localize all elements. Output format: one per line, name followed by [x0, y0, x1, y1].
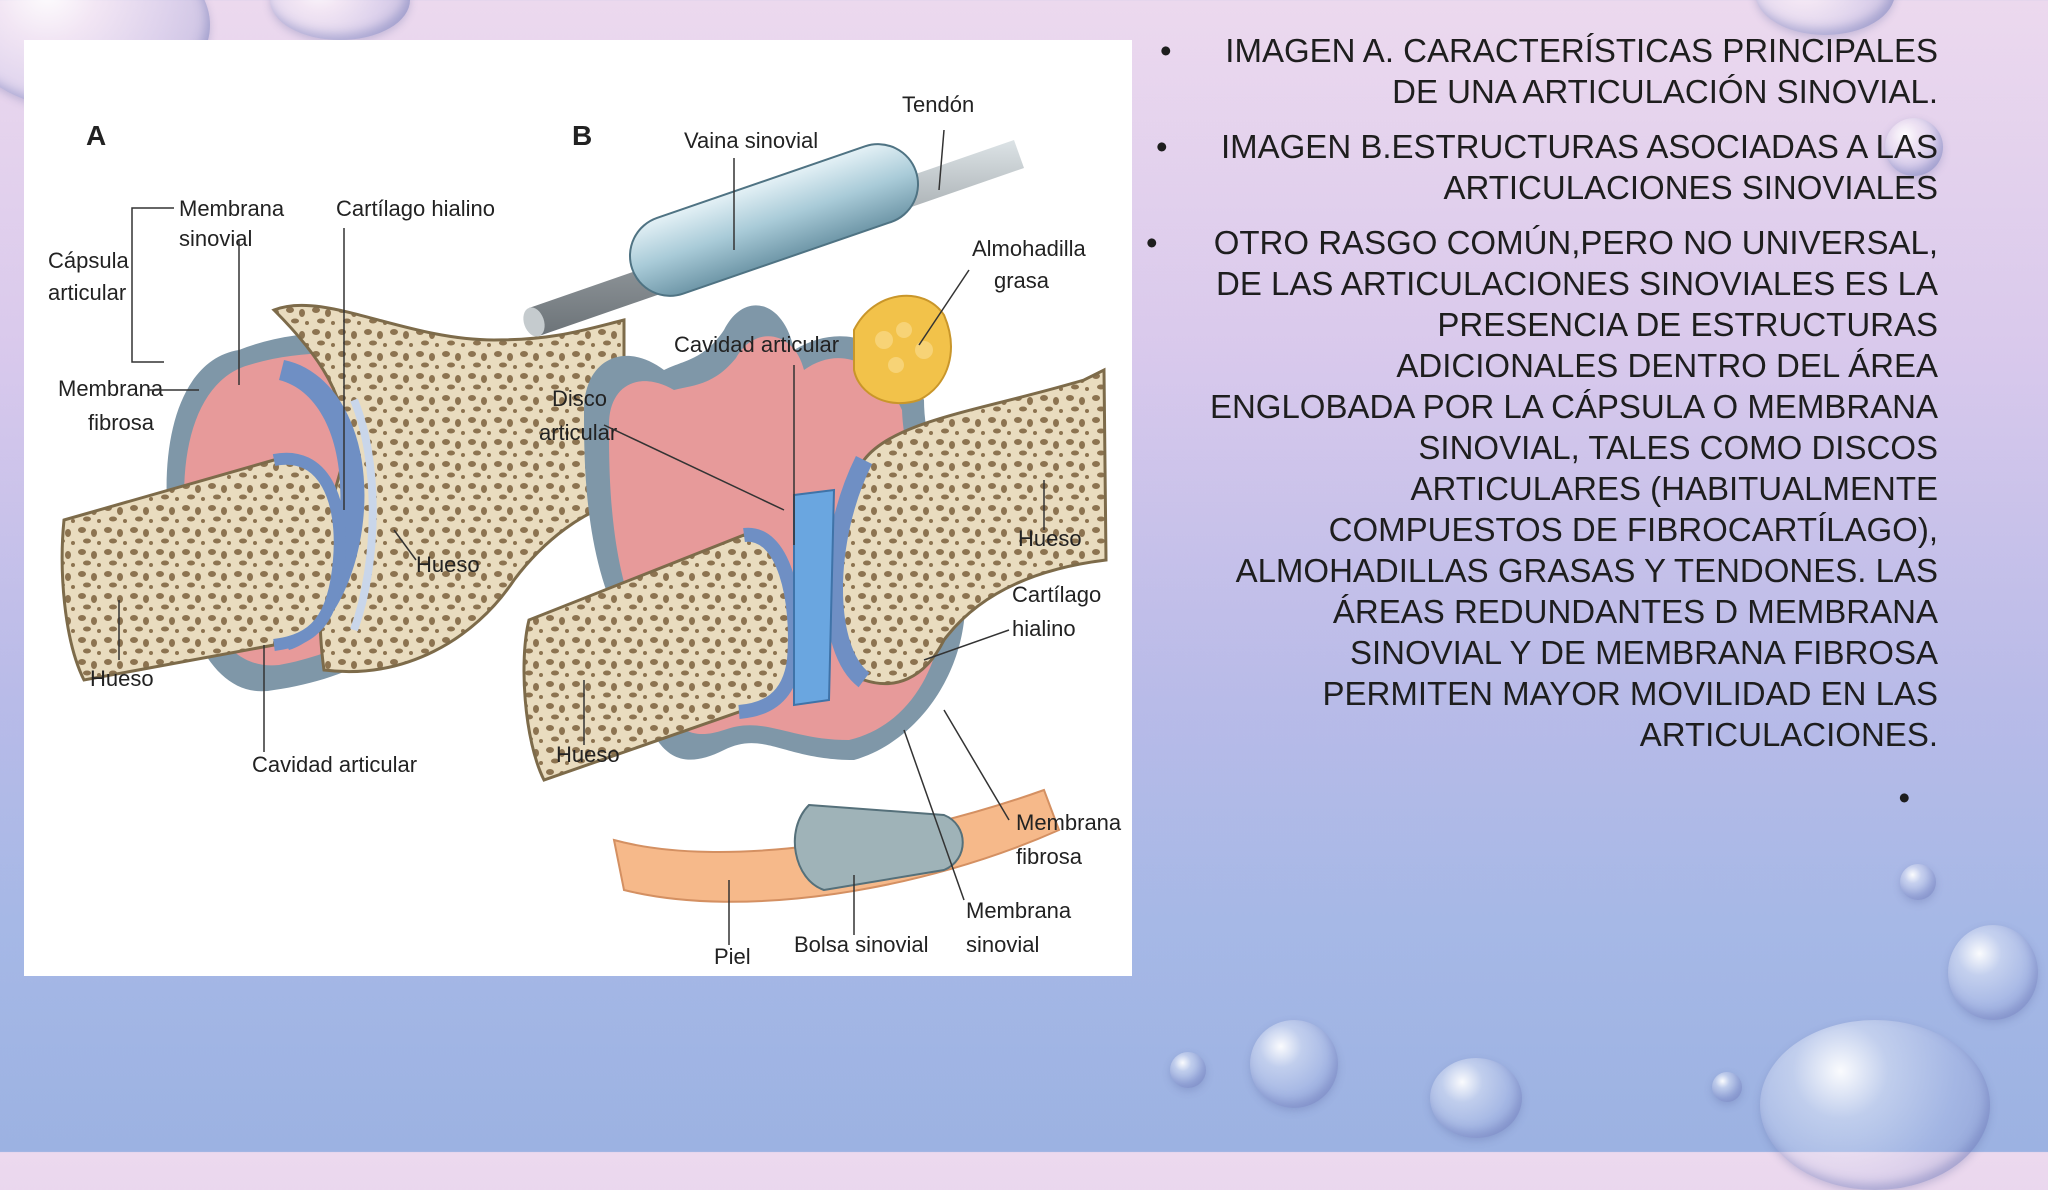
bullet-line: ENGLOBADA POR LA CÁPSULA O MEMBRANA [1209, 388, 1938, 425]
bullet-line: DE UNA ARTICULACIÓN SINOVIAL. [1392, 73, 1938, 110]
label-piel-b: Piel [714, 944, 751, 969]
label-tendon-b: Tendón [902, 92, 974, 117]
water-bubble-decoration [1712, 1072, 1742, 1102]
label-hueso-left-a: Hueso [90, 666, 154, 691]
bullet-line: ARTICULACIONES. [1639, 716, 1938, 753]
bullet-line: SINOVIAL Y DE MEMBRANA FIBROSA [1349, 634, 1938, 671]
bullet-line: COMPUESTOS DE FIBROCARTÍLAGO), [1328, 511, 1938, 548]
label-cavidad-articular-b: Cavidad articular [674, 332, 839, 357]
water-bubble-decoration [1885, 118, 1943, 176]
bullet-item-otro-rasgo: • OTRO RASGO COMÚN,PERO NO UNIVERSAL, DE… [1146, 222, 1939, 755]
label-cavidad-articular-a: Cavidad articular [252, 752, 417, 777]
label-vaina-sinovial-b: Vaina sinovial [684, 128, 818, 153]
fat-pad-b [853, 294, 952, 405]
bullet-symbol: • [1160, 32, 1172, 69]
label-cartilago-hialino-a: Cartílago hialino [336, 196, 495, 221]
bullet-line: ARTICULACIONES SINOVIALES [1443, 169, 1938, 206]
label-bolsa-sinovial-b: Bolsa sinovial [794, 932, 929, 957]
bursa-b [793, 803, 964, 892]
panel-a-letter: A [86, 120, 106, 151]
bullet-line: ARTICULARES (HABITUALMENTE [1410, 470, 1938, 507]
label-hueso-right-a: Hueso [416, 552, 480, 577]
bullet-item-imagen-b: • IMAGEN B.ESTRUCTURAS ASOCIADAS A LAS A… [1148, 126, 1938, 208]
bullet-line: IMAGEN A. CARACTERÍSTICAS PRINCIPALES [1225, 32, 1938, 69]
label-hueso-right-b: Hueso [1018, 526, 1082, 551]
bullet-line: PERMITEN MAYOR MOVILIDAD EN LAS [1322, 675, 1939, 712]
water-bubble-decoration [1170, 1052, 1206, 1088]
bullet-symbol: • [1146, 224, 1158, 261]
water-bubble-decoration [270, 0, 410, 40]
water-bubble-decoration [1948, 925, 2038, 1020]
articular-disc-b [793, 488, 836, 707]
panel-b-letter: B [572, 120, 592, 151]
water-bubble-decoration [1250, 1020, 1338, 1108]
bullet-line: DE LAS ARTICULACIONES SINOVIALES ES LA [1216, 265, 1938, 302]
water-bubble-decoration [1760, 1020, 1990, 1190]
bullet-line: ALMOHADILLAS GRASAS Y TENDONES. LAS [1235, 552, 1938, 589]
bullet-item-imagen-a: • IMAGEN A. CARACTERÍSTICAS PRINCIPALES … [1148, 30, 1938, 112]
bullet-symbol: • [1156, 128, 1168, 165]
bullet-line: OTRO RASGO COMÚN,PERO NO UNIVERSAL, [1213, 224, 1938, 261]
water-bubble-decoration [1430, 1058, 1522, 1138]
bullet-line: PRESENCIA DE ESTRUCTURAS [1437, 306, 1938, 343]
bullet-line: IMAGEN B.ESTRUCTURAS ASOCIADAS A LAS [1220, 128, 1938, 165]
bullet-line: SINOVIAL, TALES COMO DISCOS [1418, 429, 1938, 466]
bullet-line: ÁREAS REDUNDANTES D MEMBRANA [1332, 593, 1938, 630]
label-hueso-left-b: Hueso [556, 742, 620, 767]
leader-lines-a [118, 207, 417, 752]
leader-lines-b [583, 129, 1045, 945]
water-bubble-decoration [1900, 864, 1936, 900]
cartilage-a [279, 360, 365, 650]
bullet-list: • IMAGEN A. CARACTERÍSTICAS PRINCIPALES … [1146, 30, 1939, 833]
bullet-symbol: • [1898, 779, 1910, 816]
synovial-sheath-b [628, 143, 920, 297]
bullet-item-empty: • [1148, 769, 1938, 819]
bullet-line: ADICIONALES DENTRO DEL ÁREA [1396, 347, 1938, 384]
